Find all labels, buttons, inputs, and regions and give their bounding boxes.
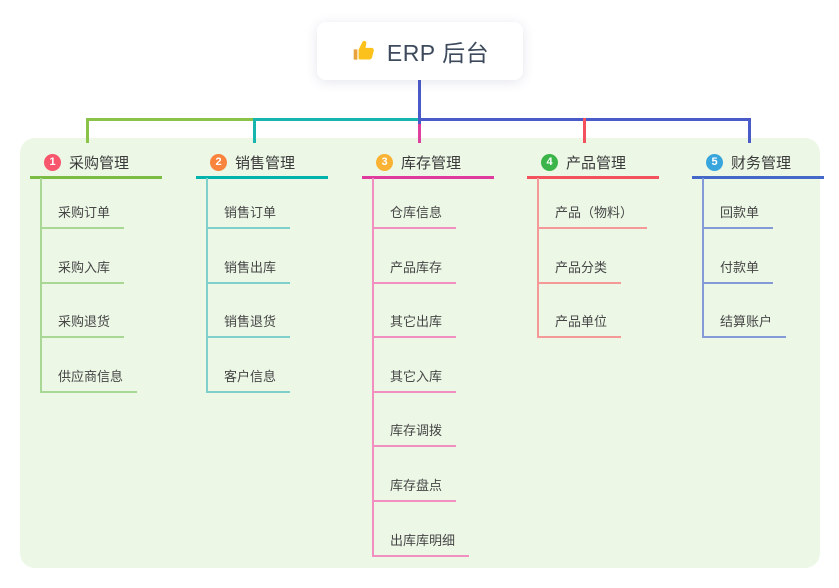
branch-node-product[interactable]: 4 产品管理 [527,149,659,179]
child-node[interactable]: 库存盘点 [372,475,457,502]
branch-number-badge: 4 [541,154,558,171]
child-node[interactable]: 库存调拨 [372,420,457,448]
children-connector [537,178,539,338]
root-connector [418,80,421,124]
child-node[interactable]: 销售出库 [206,257,291,284]
child-node[interactable]: 出库库明细 [372,530,470,557]
child-node[interactable]: 付款单 [702,257,774,284]
rail-segment-green [86,118,254,121]
root-label: ERP 后台 [386,40,490,66]
child-node[interactable]: 销售退货 [206,311,291,339]
rail-segment-teal [253,118,419,121]
branch-node-purchase[interactable]: 1 采购管理 [30,149,162,179]
children-connector [40,178,42,393]
child-node[interactable]: 结算账户 [702,311,787,339]
child-node[interactable]: 仓库信息 [372,202,457,229]
child-node[interactable]: 产品库存 [372,257,457,284]
child-node[interactable]: 产品（物料） [537,202,648,229]
children-connector [372,178,374,557]
child-node[interactable]: 产品单位 [537,311,622,339]
branch-number-badge: 1 [44,154,61,171]
branch-label: 采购管理 [69,155,130,172]
branch-number-badge: 3 [376,154,393,171]
root-node[interactable]: ERP 后台 [317,22,523,80]
branch-label: 产品管理 [566,155,627,172]
child-node[interactable]: 产品分类 [537,257,622,284]
child-node[interactable]: 供应商信息 [40,366,138,393]
branch-node-sales[interactable]: 2 销售管理 [196,149,328,179]
branch-label: 库存管理 [401,155,462,172]
children-connector [206,178,208,393]
branch-finance: 5 财务管理 回款单 付款单 结算账户 [692,149,839,339]
child-node[interactable]: 采购订单 [40,202,125,229]
branch-sales: 2 销售管理 销售订单 销售出库 销售退货 客户信息 [196,149,356,393]
children-connector [702,178,704,338]
child-node[interactable]: 其它出库 [372,311,457,339]
branch-label: 销售管理 [235,155,296,172]
branch-product: 4 产品管理 产品（物料） 产品分类 产品单位 [527,149,687,339]
branch-node-finance[interactable]: 5 财务管理 [692,149,824,179]
rail-segment-indigo [419,118,751,121]
child-node[interactable]: 采购退货 [40,311,125,339]
child-node[interactable]: 其它入库 [372,366,457,393]
thumbs-up-icon [351,38,377,64]
child-node[interactable]: 采购入库 [40,257,125,284]
branch-label: 财务管理 [731,155,792,172]
branch-inventory: 3 库存管理 仓库信息 产品库存 其它出库 其它入库 库存调拨 库存盘点 出库库… [362,149,522,557]
child-node[interactable]: 销售订单 [206,202,291,229]
child-node[interactable]: 客户信息 [206,366,291,393]
mindmap-panel [20,138,820,568]
branch-purchase: 1 采购管理 采购订单 采购入库 采购退货 供应商信息 [30,149,190,393]
branch-node-inventory[interactable]: 3 库存管理 [362,149,494,179]
branch-number-badge: 2 [210,154,227,171]
child-node[interactable]: 回款单 [702,202,774,229]
branch-number-badge: 5 [706,154,723,171]
